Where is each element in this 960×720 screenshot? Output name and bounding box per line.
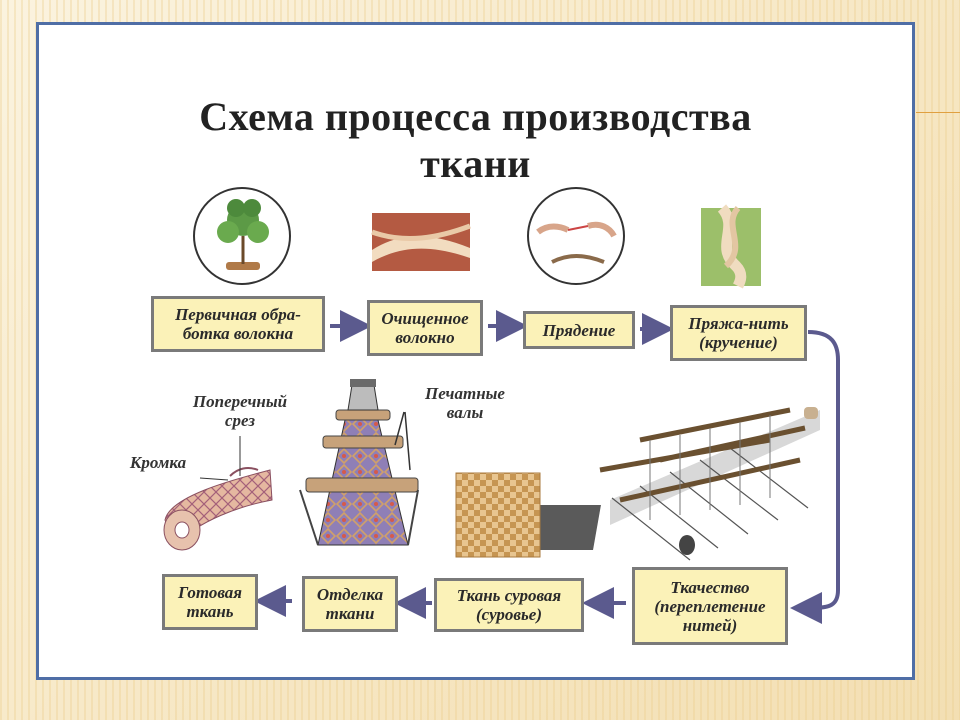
cleaned-fiber-illustration bbox=[371, 213, 471, 271]
step-raw-fabric: Ткань суровая (суровье) bbox=[434, 578, 584, 632]
slide-title-line-2: ткани bbox=[420, 141, 531, 186]
spinning-illustration bbox=[527, 187, 625, 285]
slide-title-line-1: Схема процесса производства bbox=[199, 94, 752, 139]
step-cleaned-fiber: Очищенное волокно bbox=[367, 300, 483, 356]
printing-machine-illustration bbox=[299, 379, 419, 546]
step-spinning: Прядение bbox=[523, 311, 635, 349]
label-print-rollers: Печатные валы bbox=[425, 384, 505, 422]
step-ready-fabric: Готовая ткань bbox=[162, 574, 258, 630]
plant-illustration bbox=[193, 187, 291, 285]
arrow-4 bbox=[790, 330, 840, 624]
raw-fabric-illustration bbox=[455, 472, 541, 558]
label-edge: Кромка bbox=[129, 453, 187, 472]
loom-illustration bbox=[508, 407, 820, 561]
step-finishing: Отделка ткани bbox=[302, 576, 398, 632]
label-cross-section: Поперечный срез bbox=[192, 392, 288, 430]
step-weaving: Ткачество (переплетение нитей) bbox=[632, 567, 788, 645]
step-primary-processing: Первичная обра- ботка волокна bbox=[151, 296, 325, 352]
fabric-roll-illustration bbox=[163, 436, 273, 551]
step-yarn: Пряжа-нить (кручение) bbox=[670, 305, 807, 361]
decorative-line bbox=[916, 112, 960, 113]
yarn-illustration bbox=[701, 204, 761, 289]
